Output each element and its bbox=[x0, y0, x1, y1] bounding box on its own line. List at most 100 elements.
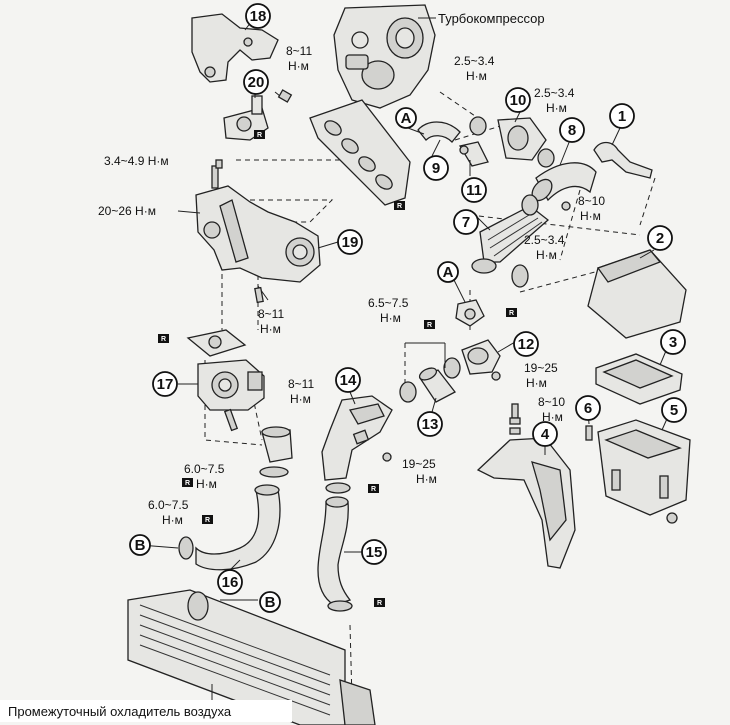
svg-text:17: 17 bbox=[157, 376, 174, 393]
hose-clamp-b bbox=[178, 536, 194, 560]
callout-11: 11 bbox=[461, 177, 487, 203]
svg-text:19~25: 19~25 bbox=[402, 457, 436, 471]
callout-4: 4 bbox=[532, 421, 558, 447]
label-turbocharger: Турбокомпрессор bbox=[438, 11, 545, 26]
callout-13: 13 bbox=[417, 411, 443, 437]
callout-a-lower: A bbox=[437, 261, 459, 283]
nut-12 bbox=[491, 371, 501, 381]
nut-8 bbox=[561, 201, 571, 211]
svg-text:2: 2 bbox=[656, 230, 664, 247]
clamp-13b bbox=[443, 357, 461, 379]
clamp-7-top bbox=[521, 194, 539, 216]
hose-clamp bbox=[259, 466, 289, 478]
coupler-hose bbox=[261, 426, 293, 463]
callout-9: 9 bbox=[423, 155, 449, 181]
torque-10: 2.5~3.4 Н·м bbox=[454, 54, 495, 83]
svg-text:15: 15 bbox=[366, 544, 383, 561]
svg-text:Н·м: Н·м bbox=[542, 410, 563, 424]
svg-text:B: B bbox=[135, 537, 146, 554]
svg-text:Н·м: Н·м bbox=[162, 513, 183, 527]
svg-text:7: 7 bbox=[462, 214, 470, 231]
part-18-bracket bbox=[191, 13, 279, 83]
svg-text:R: R bbox=[427, 322, 432, 329]
svg-text:1: 1 bbox=[618, 108, 626, 125]
bolt-4 bbox=[511, 403, 519, 419]
clamp-13a bbox=[399, 381, 417, 403]
svg-text:B: B bbox=[265, 594, 276, 611]
replace-mark-9: R bbox=[374, 598, 385, 607]
callout-15: 15 bbox=[361, 539, 387, 565]
callout-3: 3 bbox=[660, 329, 686, 355]
torque-14-nut: 19~25 Н·м bbox=[402, 457, 437, 486]
svg-text:5: 5 bbox=[670, 402, 678, 419]
svg-text:16: 16 bbox=[222, 574, 239, 591]
part-5-air-cleaner-case bbox=[597, 419, 691, 516]
callout-20: 20 bbox=[243, 69, 269, 95]
svg-text:R: R bbox=[397, 203, 402, 210]
torque-13: 6.5~7.5 Н·м bbox=[368, 296, 409, 325]
o-ring-15 bbox=[327, 600, 353, 612]
replace-mark-4: R bbox=[424, 320, 435, 329]
part-2-air-cleaner-cover bbox=[587, 249, 687, 339]
part-7-bellows bbox=[471, 205, 550, 274]
svg-text:10: 10 bbox=[510, 92, 527, 109]
o-ring bbox=[325, 482, 351, 494]
callout-19: 19 bbox=[337, 229, 363, 255]
nut-icon bbox=[382, 452, 392, 462]
svg-text:R: R bbox=[371, 486, 376, 493]
svg-text:6.5~7.5: 6.5~7.5 bbox=[368, 296, 409, 310]
svg-text:14: 14 bbox=[340, 372, 357, 389]
svg-text:Н·м: Н·м bbox=[290, 392, 311, 406]
torque-17: 8~11 Н·м bbox=[288, 377, 314, 406]
intercooler-label-bg bbox=[0, 700, 292, 722]
svg-text:Н·м: Н·м bbox=[380, 311, 401, 325]
part-19-intake-manifold bbox=[195, 165, 321, 283]
callout-17: 17 bbox=[152, 371, 178, 397]
throttle-gasket bbox=[186, 329, 247, 357]
replace-mark-7: R bbox=[202, 515, 213, 524]
callout-6: 6 bbox=[575, 395, 601, 421]
svg-text:8: 8 bbox=[568, 122, 576, 139]
part-17-throttle-body bbox=[197, 359, 265, 411]
svg-text:9: 9 bbox=[432, 160, 440, 177]
part-8-duct bbox=[531, 162, 597, 202]
grommet bbox=[666, 512, 678, 524]
torque-12: 19~25 Н·м bbox=[524, 361, 558, 390]
svg-text:6: 6 bbox=[584, 400, 592, 417]
svg-text:20: 20 bbox=[248, 74, 265, 91]
torque-4-bolt: 8~10 Н·м bbox=[538, 395, 565, 424]
svg-text:8~10: 8~10 bbox=[538, 395, 565, 409]
callout-16: 16 bbox=[217, 569, 243, 595]
svg-text:Н·м: Н·м bbox=[196, 477, 217, 491]
washer-4 bbox=[509, 417, 521, 425]
svg-text:Н·м: Н·м bbox=[416, 472, 437, 486]
part-11-fitting bbox=[458, 141, 489, 167]
callout-5: 5 bbox=[661, 397, 687, 423]
svg-text:19~25: 19~25 bbox=[524, 361, 558, 375]
svg-text:6.0~7.5: 6.0~7.5 bbox=[184, 462, 225, 476]
callout-12: 12 bbox=[513, 331, 539, 357]
replace-mark-8: R bbox=[368, 484, 379, 493]
torque-18: 8~11 Н·м bbox=[286, 44, 312, 73]
svg-text:Н·м: Н·м bbox=[466, 69, 487, 83]
torque-16-clamp: 6.0~7.5 Н·м bbox=[148, 498, 189, 527]
clamp-7 bbox=[511, 264, 529, 288]
svg-text:Н·м: Н·м bbox=[546, 101, 567, 115]
nut-4 bbox=[509, 427, 521, 435]
svg-text:8~10: 8~10 bbox=[578, 194, 605, 208]
replace-mark-3: R bbox=[158, 334, 169, 343]
intake-manifold-gasket bbox=[309, 99, 411, 206]
part-10-sensor-housing bbox=[497, 117, 547, 161]
bolt-icon bbox=[215, 159, 223, 169]
part-16-hose bbox=[195, 484, 281, 571]
torque-8-clamp: 2.5~3.4 Н·м bbox=[534, 86, 575, 115]
svg-text:Н·м: Н·м bbox=[526, 376, 547, 390]
part-14-pipe bbox=[321, 395, 393, 481]
part-9-hose bbox=[417, 121, 461, 143]
svg-text:13: 13 bbox=[422, 416, 439, 433]
svg-text:R: R bbox=[161, 336, 166, 343]
torque-8-nut: 8~10 Н·м bbox=[578, 194, 605, 223]
svg-text:8~11: 8~11 bbox=[286, 44, 312, 58]
part-4-intake-duct bbox=[476, 437, 576, 569]
